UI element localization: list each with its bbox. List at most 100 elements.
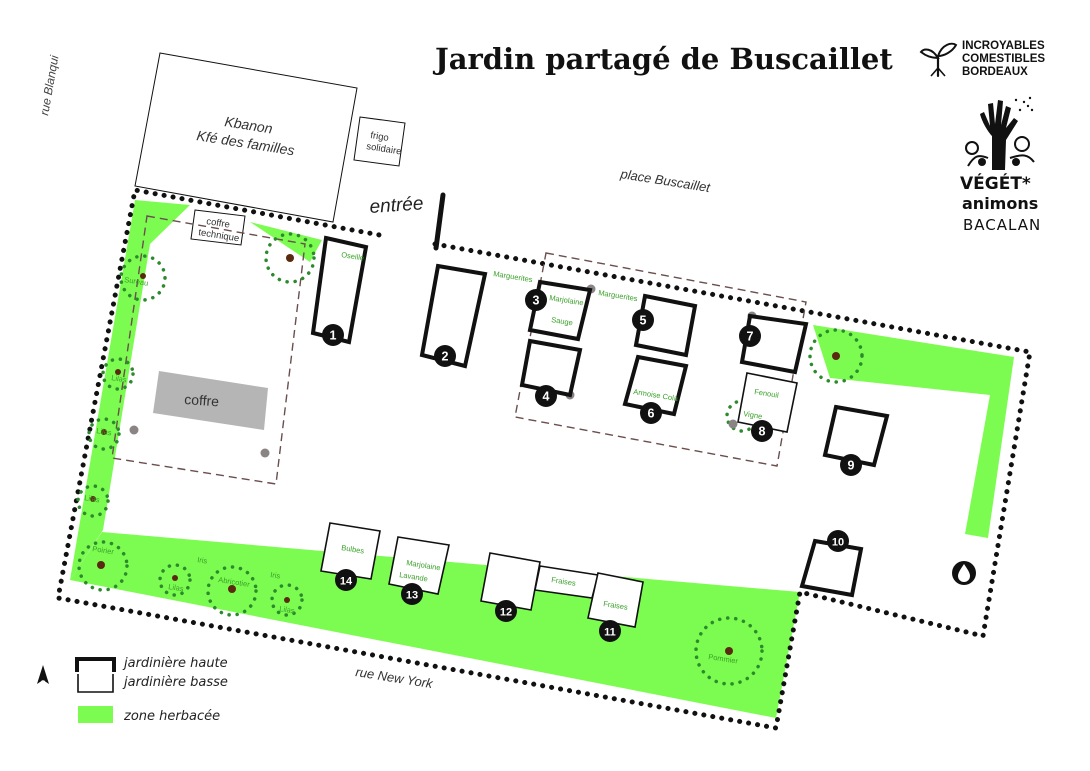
- planter-12: [480, 552, 541, 611]
- entree-label: entrée: [369, 193, 424, 218]
- legend-basse-label: jardinière basse: [124, 675, 228, 690]
- planter-9: [822, 404, 890, 468]
- tree-poirier: [77, 540, 129, 592]
- label-marguerites-2: Marguerites: [598, 288, 639, 303]
- planter-8: [737, 372, 798, 433]
- planter-badge-10: 10: [827, 530, 849, 552]
- ice-line-3: BORDEAUX: [962, 66, 1028, 78]
- page-title: Jardin partagé de Buscaillet: [435, 42, 893, 76]
- frigo-label: frigo: [370, 130, 390, 144]
- planter-badge-1: 1: [322, 324, 344, 346]
- tree-east: [808, 328, 864, 384]
- planter-2: [419, 263, 488, 369]
- planter-number-4: 4: [543, 390, 550, 404]
- kbanon-label: Kbanon: [224, 113, 274, 136]
- garden-fence: [55, 187, 1033, 731]
- water-point: [952, 561, 976, 585]
- planter-4: [519, 338, 583, 398]
- herb-zone-east: [813, 325, 1014, 538]
- tree-lilas-5: [158, 563, 192, 597]
- legend-haute-label: jardinière haute: [124, 656, 228, 671]
- planter-badge-7: 7: [739, 325, 761, 347]
- sprout-icon: [919, 42, 958, 77]
- planter-number-13: 13: [406, 590, 418, 602]
- planter-6: [622, 354, 689, 417]
- coffre-label: coffre: [184, 391, 220, 409]
- north-letter: N: [41, 681, 45, 687]
- label-fraises-mid: Fraises: [551, 575, 577, 588]
- tree-lilas-3: [87, 417, 121, 451]
- label-lavande: Lavande: [399, 570, 429, 583]
- label-oseille: Oseille: [341, 250, 365, 262]
- label-poirier: Poirier: [92, 544, 115, 556]
- planter-number-11: 11: [604, 627, 616, 639]
- tree-sureau: [264, 232, 316, 284]
- herb-zone-northwest-wedge: [250, 222, 322, 262]
- dashed-zone-center: [514, 252, 807, 467]
- label-iris-1: Iris: [197, 555, 209, 565]
- tree-lilas-6: [270, 583, 304, 617]
- planter-badge-6: 6: [640, 402, 662, 424]
- planter-badge-3: 3: [525, 289, 547, 311]
- coffre-block: [153, 371, 268, 430]
- planter-number-7: 7: [747, 330, 754, 344]
- planter-badge-11: 11: [599, 620, 621, 642]
- planter-number-5: 5: [640, 314, 647, 328]
- ice-line-1: INCROYABLES: [962, 40, 1045, 52]
- planter-number-3: 3: [533, 294, 540, 308]
- legend-graphics: N: [37, 657, 116, 723]
- label-lilas-4: Lilas: [84, 493, 101, 504]
- label-lilas-3: Lilas: [96, 426, 113, 437]
- planter-number-9: 9: [848, 459, 855, 473]
- label-vigne: Vigne: [743, 409, 763, 421]
- planter-number-10: 10: [832, 537, 844, 549]
- planters-haute: [310, 235, 890, 598]
- legend-haute-symbol: [75, 657, 116, 672]
- herb-zone-west: [70, 200, 190, 580]
- tree-pommier: [694, 616, 764, 686]
- veg-line-2: animons: [962, 194, 1039, 213]
- legend-basse-symbol: [77, 674, 114, 693]
- planter-badge-5: 5: [632, 309, 654, 331]
- planter-14: [320, 522, 381, 580]
- tree-lilas-2: [101, 357, 135, 391]
- legend-herb-swatch: [78, 706, 113, 723]
- frigo-sublabel: solidaire: [366, 141, 403, 157]
- street-place-buscaillet: place Buscaillet: [619, 166, 713, 195]
- legend-herb-label: zone herbacée: [124, 709, 221, 724]
- label-bulbes: Bulbes: [341, 543, 365, 556]
- planter-11: [587, 572, 644, 628]
- planter-badge-14: 14: [335, 569, 357, 591]
- planter-badge-13: 13: [401, 583, 423, 605]
- dashed-zone-west: [111, 215, 306, 485]
- label-lilas-6: Lilas: [279, 604, 296, 615]
- ice-line-2: COMESTIBLES: [962, 53, 1046, 65]
- incroyables-comestibles-logo: INCROYABLES COMESTIBLES BORDEAUX: [918, 38, 1053, 82]
- coffre-technique-label: coffre: [206, 216, 231, 231]
- frigo-building: [353, 116, 406, 167]
- label-sureau: Sureau: [124, 275, 149, 288]
- veg-line-1: VÉGÉT*: [960, 174, 1031, 194]
- planter-badge-8: 8: [751, 420, 773, 442]
- street-rue-new-york: rue New York: [355, 664, 436, 691]
- planter-number-14: 14: [340, 576, 353, 588]
- planter-number-1: 1: [330, 329, 337, 343]
- planter-13: [388, 536, 450, 595]
- tree-abricotier: [206, 565, 258, 617]
- coffre-technique-box: [190, 209, 246, 246]
- veg-line-3: BACALAN: [963, 216, 1042, 234]
- planter-number-6: 6: [648, 407, 655, 421]
- label-marguerites-1: Marguerites: [493, 269, 534, 284]
- label-iris-2: Iris: [270, 570, 282, 580]
- hand-plant-icon: [965, 96, 1035, 170]
- planter-number-8: 8: [759, 425, 766, 439]
- planter-badge-4: 4: [535, 385, 557, 407]
- label-lilas-2: Lilas: [111, 373, 128, 384]
- veget-animons-logo: VÉGÉT* animons BACALAN: [958, 92, 1048, 242]
- label-lilas-5: Lilas: [168, 582, 185, 593]
- label-fenouil: Fenouil: [754, 387, 780, 400]
- entrance-marker: [433, 192, 446, 251]
- planter-number-2: 2: [442, 350, 449, 364]
